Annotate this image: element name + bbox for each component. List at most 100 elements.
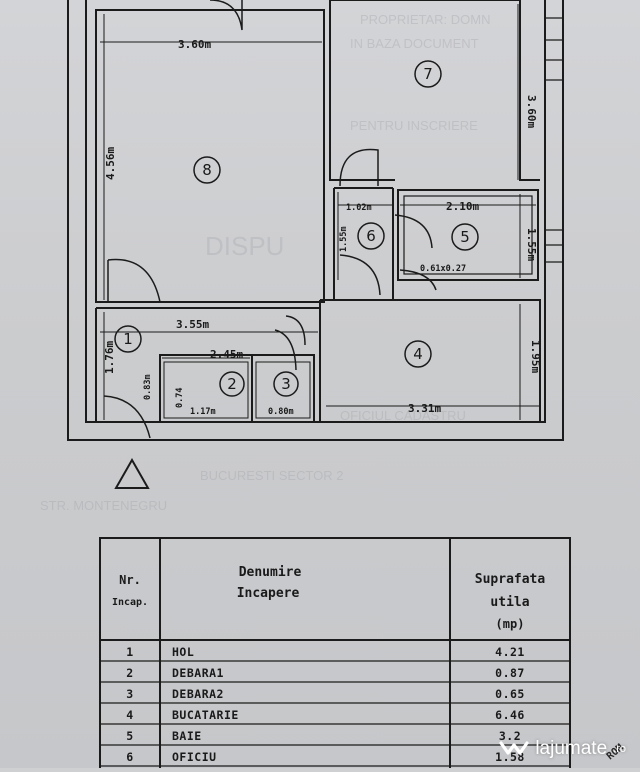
- row-area: 0.65: [495, 687, 525, 701]
- room-3-marker: [273, 371, 299, 397]
- stamp-line: OFICIUL CADASTRU: [340, 408, 466, 423]
- room-5-outline: [397, 189, 539, 281]
- row-area: 0.87: [495, 666, 525, 680]
- table-row: 4 BUCATARIE 6.46: [126, 708, 525, 722]
- door-arc: [285, 315, 306, 346]
- row-number: 1: [126, 645, 133, 659]
- table-row: 3 DEBARA2 0.65: [126, 687, 525, 701]
- window-strip: [545, 17, 563, 81]
- table-row: 2 DEBARA1 0.87: [126, 666, 525, 680]
- room-7-outline: [329, 0, 540, 181]
- door-arc: [209, 0, 243, 31]
- room-3-number: 3: [281, 375, 291, 393]
- dim-room7-height: 3.60m: [525, 95, 538, 128]
- north-arrow-icon: [114, 457, 150, 489]
- ghost-stamp-text: DISPU: [205, 231, 284, 261]
- dim-debara-height: 0.74: [175, 388, 185, 408]
- room-8-outline: [95, 9, 325, 303]
- room-4-outline: [319, 299, 541, 422]
- room-4-marker: [404, 340, 432, 368]
- room-1-marker: [114, 325, 142, 353]
- door-arc: [394, 214, 433, 249]
- table-header-nr: Nr.: [119, 573, 141, 587]
- row-room-name: BUCATARIE: [172, 708, 239, 722]
- table-frame: [99, 537, 571, 772]
- room-8-number: 8: [202, 161, 212, 179]
- table-column-lines: [159, 538, 451, 768]
- stamp-line: PENTRU INSCRIERE: [350, 118, 478, 133]
- stamp-line: STR. MONTENEGRU: [40, 498, 167, 513]
- dim-debara1-small: 1.17m: [190, 407, 216, 417]
- outer-wall-line: [67, 0, 564, 441]
- inner-wall-line: [85, 0, 546, 423]
- row-number: 6: [126, 750, 133, 764]
- dim-room5-window: 0.61x0.27: [420, 264, 466, 274]
- dim-room6-width: 1.02m: [346, 203, 372, 213]
- row-number: 3: [126, 687, 133, 701]
- watermark: lajumate .ro: [499, 738, 626, 760]
- walls: [67, 0, 564, 441]
- dim-hol-height: 1.76m: [103, 341, 116, 374]
- table-header-utila: utila: [490, 595, 529, 610]
- room-2-marker: [219, 371, 245, 397]
- row-number: 5: [126, 729, 133, 743]
- background-stamp: PROPRIETAR: DOMN IN BAZA DOCUMENT PENTRU…: [40, 12, 491, 513]
- dim-hol-width: 3.55m: [176, 318, 209, 331]
- table-row: 5 BAIE 3.2: [126, 729, 521, 743]
- dim-room8-width: 3.60m: [178, 38, 211, 51]
- table-header-unit: (mp): [496, 617, 525, 631]
- row-room-name: DEBARA2: [172, 687, 224, 701]
- stamp-line: IN BAZA DOCUMENT: [350, 36, 479, 51]
- row-room-name: HOL: [172, 645, 194, 659]
- dim-room8-height: 4.56m: [104, 147, 117, 180]
- debara-1-inner: [163, 361, 249, 419]
- row-room-name: BAIE: [172, 729, 202, 743]
- room-8-marker: [193, 156, 221, 184]
- dim-room6-height: 1.55m: [339, 226, 349, 252]
- table-row: 1 HOL 4.21: [126, 645, 525, 659]
- stamp-line: PROPRIETAR: DOMN: [360, 12, 491, 27]
- room-6-marker: [357, 222, 385, 250]
- watermark-suffix: .ro: [613, 743, 626, 755]
- room-markers: [114, 60, 479, 397]
- dim-hol-small: 0.83m: [143, 374, 153, 400]
- room-4-number: 4: [413, 345, 423, 363]
- table-row: 6 OFICIU 1.58: [126, 750, 525, 764]
- dim-room5-width: 2.10m: [446, 200, 479, 213]
- table-header-incap: Incap.: [112, 597, 148, 608]
- door-arc: [107, 258, 161, 303]
- debara-2-inner: [255, 361, 311, 419]
- dim-debara2-small: 0.80m: [268, 407, 294, 417]
- row-area: 6.46: [495, 708, 525, 722]
- watermark-brand: lajumate: [535, 738, 608, 759]
- row-number: 2: [126, 666, 133, 680]
- room-6-outline: [333, 187, 394, 300]
- dim-room4-height: 1.95m: [529, 340, 542, 373]
- table-header-denumire: Denumire: [239, 565, 302, 580]
- row-area: 1.58: [495, 750, 525, 764]
- row-area: 3.2: [499, 729, 521, 743]
- debara-2-outline: [251, 354, 315, 423]
- table-header-suprafata: Suprafata: [475, 572, 546, 587]
- room-7-marker: [414, 60, 442, 88]
- row-area: 4.21: [495, 645, 525, 659]
- hol-outline: [95, 307, 320, 422]
- room-7-number: 7: [423, 65, 433, 83]
- dim-room5-height: 1.55m: [525, 228, 538, 261]
- rooms-table: [99, 537, 571, 772]
- room-5-marker: [451, 223, 479, 251]
- room-5-inner: [403, 195, 533, 275]
- table-row-lines: [100, 660, 570, 767]
- door-arc: [399, 269, 437, 291]
- table-header-incapere: Incapere: [237, 586, 300, 601]
- door-arc: [339, 254, 381, 296]
- room-5-number: 5: [460, 228, 470, 246]
- row-room-name: OFICIU: [172, 750, 217, 764]
- window-strip: [545, 229, 563, 263]
- dim-debara-width: 2.45m: [210, 348, 243, 361]
- room-2-number: 2: [227, 375, 237, 393]
- door-arc: [274, 329, 297, 371]
- row-room-name: DEBARA1: [172, 666, 224, 680]
